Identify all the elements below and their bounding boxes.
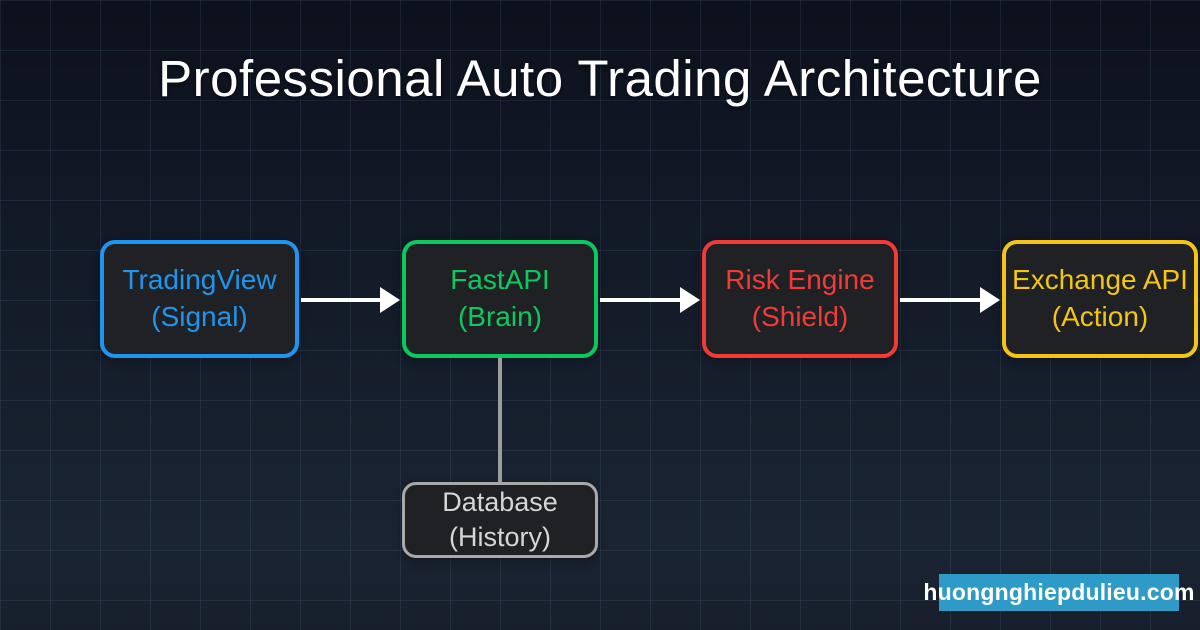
node-subtitle: (Signal) (151, 301, 248, 332)
page-title: Professional Auto Trading Architecture (158, 50, 1042, 107)
watermark-badge: huongnghiepdulieu.com (923, 574, 1194, 611)
node-title: FastAPI (450, 264, 550, 296)
node-database: Database (History) (402, 482, 598, 558)
node-subtitle: (Shield) (751, 301, 849, 332)
node-tradingview-label: TradingView (Signal) (122, 262, 276, 336)
node-title: Database (442, 486, 558, 517)
arrow-tradingview-to-fastapi (301, 287, 400, 313)
node-risk-engine-label: Risk Engine (Shield) (725, 262, 874, 336)
node-subtitle: (History) (449, 522, 551, 552)
node-title: Exchange API (1012, 264, 1188, 296)
node-risk-engine: Risk Engine (Shield) (702, 240, 898, 358)
arrow-risk-engine-to-exchange-api (900, 287, 1000, 313)
node-title: TradingView (122, 264, 277, 296)
node-fastapi: FastAPI (Brain) (402, 240, 598, 358)
node-fastapi-label: FastAPI (Brain) (450, 262, 550, 336)
node-database-label: Database (History) (442, 485, 558, 555)
node-title: Risk Engine (725, 264, 875, 296)
node-subtitle: (Brain) (457, 301, 542, 332)
node-exchange-api: Exchange API (Action) (1002, 240, 1198, 358)
arrow-fastapi-to-risk-engine (600, 287, 700, 313)
node-exchange-api-label: Exchange API (Action) (1012, 262, 1188, 336)
node-tradingview: TradingView (Signal) (100, 240, 299, 358)
connector-fastapi-to-database (498, 358, 502, 482)
watermark-label: huongnghiepdulieu.com (923, 579, 1195, 605)
node-subtitle: (Action) (1051, 301, 1149, 332)
